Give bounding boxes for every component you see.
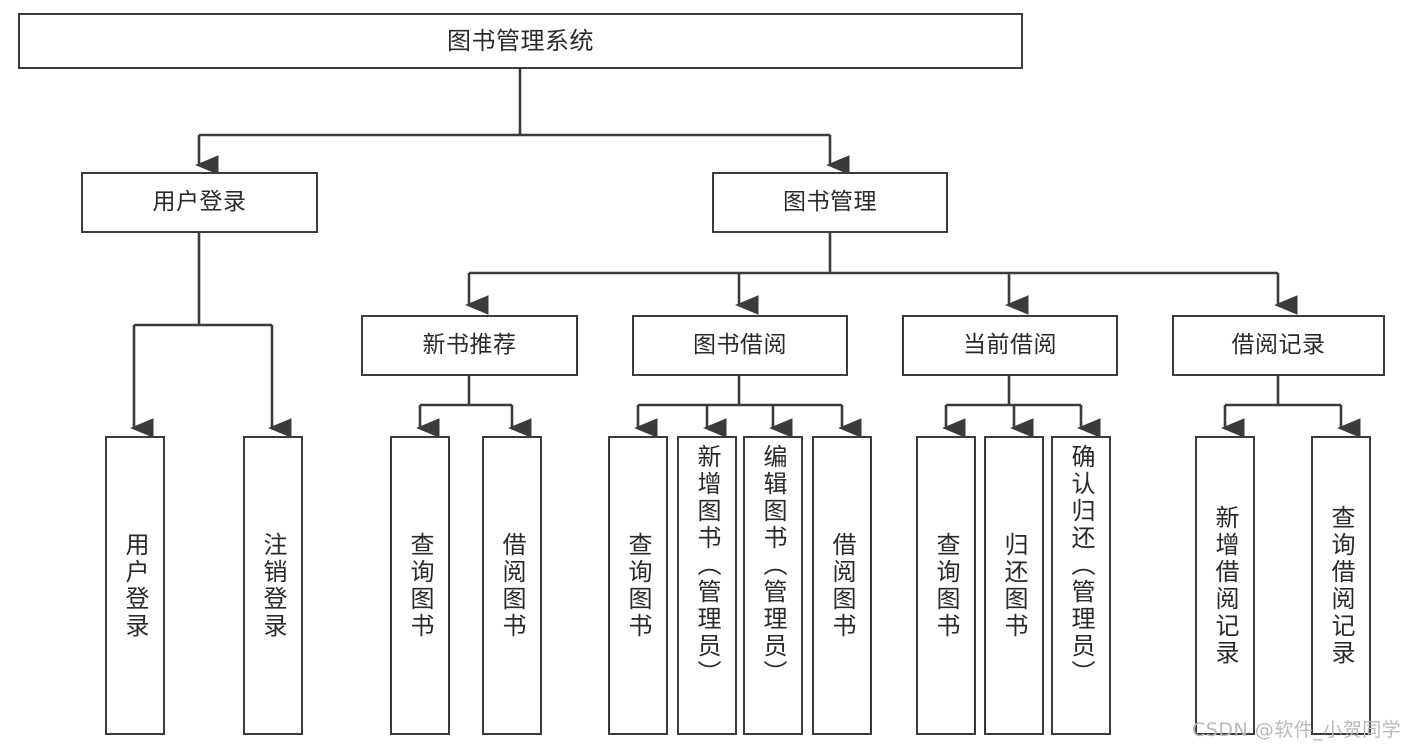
node-label: 图书管理 bbox=[783, 188, 877, 215]
leaf-confirm-return-admin[interactable]: 确认归还（管理员） bbox=[1051, 436, 1111, 735]
node-label: 查询借阅记录 bbox=[1327, 504, 1355, 667]
leaf-user-login[interactable]: 用户登录 bbox=[105, 436, 165, 735]
leaf-return-book[interactable]: 归还图书 bbox=[984, 436, 1044, 735]
node-label: 查询图书 bbox=[406, 531, 434, 640]
node-label: 编辑图书（管理员） bbox=[759, 444, 787, 687]
leaf-borrow-book[interactable]: 借阅图书 bbox=[812, 436, 872, 735]
leaf-current-query-book[interactable]: 查询图书 bbox=[916, 436, 976, 735]
node-label: 当前借阅 bbox=[963, 331, 1057, 358]
leaf-logout[interactable]: 注销登录 bbox=[243, 436, 303, 735]
leaf-borrow-query-book[interactable]: 查询图书 bbox=[608, 436, 668, 735]
leaf-add-book-admin[interactable]: 新增图书（管理员） bbox=[677, 436, 737, 735]
node-label: 新增借阅记录 bbox=[1211, 504, 1239, 667]
node-label: 用户登录 bbox=[121, 531, 149, 640]
node-label: 借阅记录 bbox=[1231, 331, 1326, 358]
node-label: 用户登录 bbox=[152, 188, 247, 215]
node-label: 图书借阅 bbox=[693, 331, 787, 358]
node-label: 借阅图书 bbox=[498, 531, 526, 640]
watermark-text: CSDN @软件_小贺同学 bbox=[1192, 719, 1402, 741]
leaf-query-borrow-record[interactable]: 查询借阅记录 bbox=[1311, 436, 1371, 735]
node-label: 新增图书（管理员） bbox=[693, 444, 721, 687]
node-label: 查询图书 bbox=[932, 531, 960, 640]
node-current-borrow[interactable]: 当前借阅 bbox=[902, 315, 1118, 376]
node-label: 归还图书 bbox=[1000, 531, 1028, 640]
leaf-new-book-borrow[interactable]: 借阅图书 bbox=[482, 436, 542, 735]
node-label: 注销登录 bbox=[259, 531, 287, 640]
node-borrow-record[interactable]: 借阅记录 bbox=[1172, 315, 1385, 376]
node-user-login[interactable]: 用户登录 bbox=[81, 172, 318, 233]
node-label: 查询图书 bbox=[624, 531, 652, 640]
node-book-borrow[interactable]: 图书借阅 bbox=[632, 315, 848, 376]
leaf-new-book-query[interactable]: 查询图书 bbox=[390, 436, 450, 735]
node-label: 图书管理系统 bbox=[447, 26, 594, 55]
leaf-add-borrow-record[interactable]: 新增借阅记录 bbox=[1195, 436, 1255, 735]
leaf-edit-book-admin[interactable]: 编辑图书（管理员） bbox=[743, 436, 803, 735]
node-new-book-recommend[interactable]: 新书推荐 bbox=[361, 315, 578, 376]
node-label: 确认归还（管理员） bbox=[1067, 444, 1095, 687]
node-root-system[interactable]: 图书管理系统 bbox=[18, 13, 1023, 69]
node-book-management[interactable]: 图书管理 bbox=[712, 172, 948, 233]
node-label: 借阅图书 bbox=[828, 531, 856, 640]
node-label: 新书推荐 bbox=[422, 331, 517, 358]
